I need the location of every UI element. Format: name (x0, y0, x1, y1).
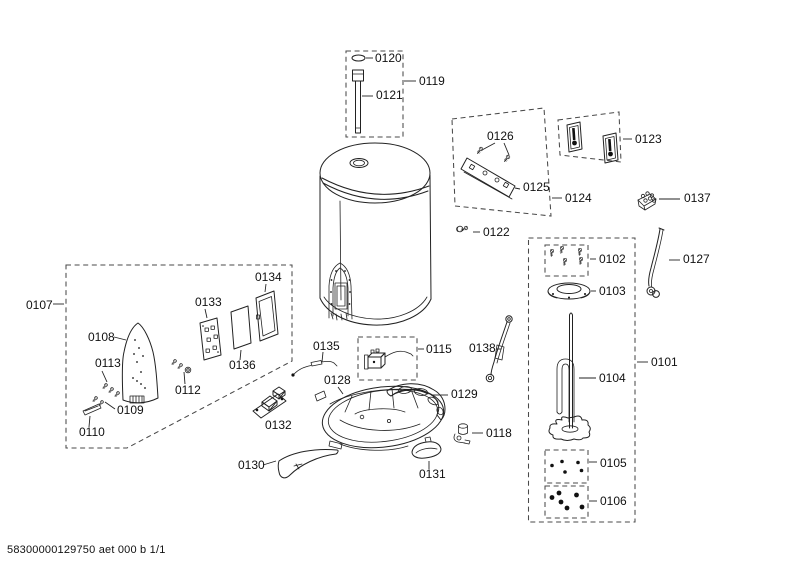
part-0122-screw-clip (456, 225, 469, 233)
part-label-0124: 0124 (565, 191, 592, 205)
part-0112-fasteners (170, 358, 192, 374)
part-0132-terminal-block (252, 386, 287, 419)
part-0115-thermostat (364, 348, 414, 370)
part-0118-fitting (453, 423, 471, 445)
dashed-box-0105 (544, 449, 589, 484)
part-label-0105: 0105 (600, 456, 627, 470)
part-label-0120: 0120 (375, 51, 402, 65)
part-label-0126: 0126 (487, 129, 514, 143)
part-0136-window-plate (230, 305, 252, 350)
tank-mounting-bracket (328, 262, 353, 321)
part-label-0115: 0115 (426, 342, 452, 356)
document-number: 58300000129750 aet 000 b 1/1 (7, 544, 166, 556)
part-label-0131: 0131 (419, 467, 446, 481)
dashed-box-0106 (544, 485, 589, 519)
part-label-0108: 0108 (88, 330, 115, 344)
part-label-0125: 0125 (523, 180, 550, 194)
part-label-0106: 0106 (600, 494, 627, 508)
part-0113-screws (101, 382, 121, 399)
part-0133-pcb (199, 317, 222, 361)
part-0125-mounting-rail (460, 157, 516, 200)
part-0102-screws (549, 245, 584, 267)
part-label-0127: 0127 (683, 252, 710, 266)
part-label-0112: 0112 (175, 383, 201, 397)
part-label-0122: 0122 (483, 225, 510, 239)
part-0135-wire (291, 360, 338, 377)
part-0129-grill-segment (386, 383, 446, 421)
part-label-0109: 0109 (117, 403, 144, 417)
part-0127-sensor-probe (646, 227, 665, 298)
part-0104-heating-element (548, 312, 591, 441)
dashed-box-0115 (357, 336, 418, 381)
part-0105-plugs (550, 459, 584, 474)
part-label-0133: 0133 (195, 295, 222, 309)
part-0109-screws (91, 395, 105, 408)
part-0103-flange (547, 282, 591, 300)
part-label-0107: 0107 (26, 298, 53, 312)
part-label-0128: 0128 (324, 373, 351, 387)
part-label-0134: 0134 (255, 270, 282, 284)
part-0123-wall-brackets (566, 121, 619, 164)
part-label-0103: 0103 (599, 284, 626, 298)
part-0121-anode-rod (352, 69, 364, 134)
part-label-0138: 0138 (469, 341, 496, 355)
dashed-box-0124 (451, 107, 552, 217)
part-0106-plugs (549, 490, 585, 511)
part-0128-bottom-cover (314, 385, 445, 451)
part-0110-strip (82, 403, 102, 416)
part-0108-cover-shield (121, 322, 159, 404)
part-label-0119: 0119 (419, 74, 445, 88)
dashed-box-0119 (345, 50, 404, 138)
part-label-0113: 0113 (95, 356, 121, 370)
part-label-0104: 0104 (599, 371, 626, 385)
dashed-box-0101 (527, 237, 636, 523)
part-label-0136: 0136 (229, 358, 256, 372)
part-label-0118: 0118 (486, 426, 512, 440)
part-label-0123: 0123 (635, 132, 662, 146)
part-label-0102: 0102 (599, 252, 626, 266)
part-0138-link-rod (485, 315, 513, 383)
part-label-0110: 0110 (79, 425, 105, 439)
part-label-0130: 0130 (238, 458, 265, 472)
part-label-0137: 0137 (684, 191, 711, 205)
dashed-box-0107 (65, 264, 293, 449)
part-label-0135: 0135 (313, 339, 340, 353)
part-0126-screws (475, 146, 511, 164)
labels: 0120 0121 0119 0126 0125 0124 0123 0137 … (26, 51, 711, 508)
dashed-box-0123 (557, 111, 622, 163)
part-label-0132: 0132 (265, 418, 292, 432)
part-label-0129: 0129 (451, 387, 478, 401)
part-0130-wedge-cover (277, 449, 339, 479)
part-0134-frame (255, 290, 279, 342)
dashed-box-0102 (544, 244, 589, 277)
part-label-0101: 0101 (651, 355, 678, 369)
part-0120-gasket (351, 54, 366, 62)
part-label-0121: 0121 (376, 88, 403, 102)
part-0137-connector (637, 191, 657, 211)
part-0131-cover-piece (411, 436, 442, 459)
